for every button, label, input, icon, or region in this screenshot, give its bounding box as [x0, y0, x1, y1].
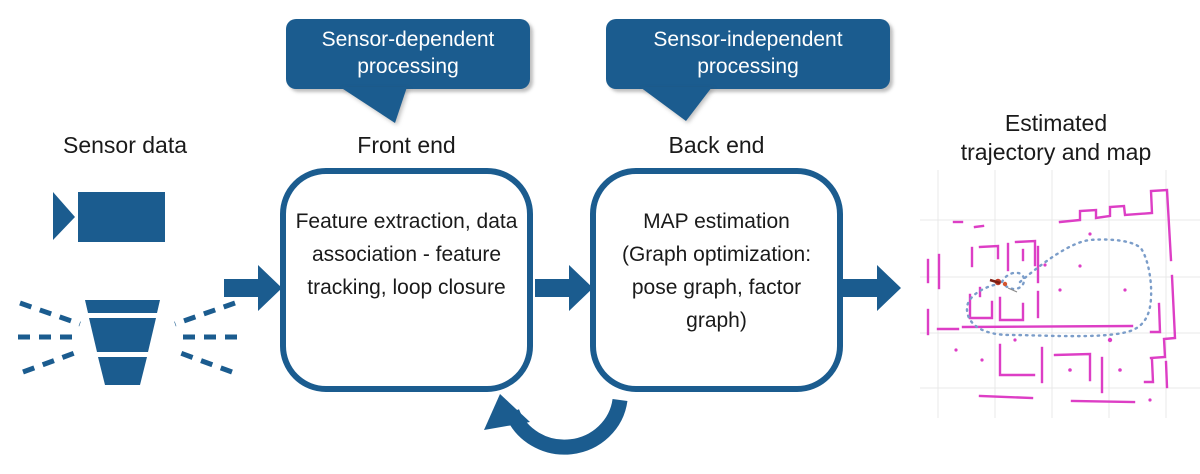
- callout-tail-icon: [340, 87, 407, 123]
- callout-tail-icon: [640, 87, 712, 121]
- video-camera-icon: [53, 192, 165, 242]
- callout-sensor-dependent-label: Sensor-dependent processing: [321, 28, 495, 78]
- right-block-arrow-icon: [843, 265, 901, 311]
- callout-sensor-independent-label: Sensor-independent processing: [653, 28, 843, 78]
- slam-map-preview: [920, 170, 1200, 418]
- back-end-text: MAP estimation (Graph optimization: pose…: [621, 210, 812, 332]
- front-end-label: Front end: [357, 132, 456, 158]
- back-end-box: MAP estimation (Graph optimization: pose…: [590, 168, 843, 392]
- callout-sensor-independent: Sensor-independent processing: [606, 19, 890, 89]
- right-block-arrow-icon: [535, 265, 593, 311]
- sensor-data-label: Sensor data: [62, 132, 188, 158]
- front-end-box: Feature extraction, data association - f…: [280, 168, 533, 392]
- callout-sensor-dependent: Sensor-dependent processing: [286, 19, 530, 89]
- back-end-label: Back end: [668, 132, 765, 158]
- robot-pose-marker: [989, 278, 1018, 293]
- right-block-arrow-icon: [224, 265, 282, 311]
- front-end-text: Feature extraction, data association - f…: [295, 210, 518, 299]
- output-label: Estimated trajectory and map: [960, 110, 1152, 165]
- curved-feedback-arrow-icon: [484, 394, 628, 455]
- lidar-scanner-icon: [18, 300, 237, 385]
